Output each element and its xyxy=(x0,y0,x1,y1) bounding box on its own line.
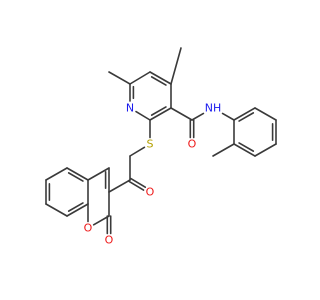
bond-46 xyxy=(45,203,68,217)
bond-24 xyxy=(238,112,255,122)
bond-9 xyxy=(108,71,131,85)
bond-37 xyxy=(92,215,110,226)
bond-48 xyxy=(67,202,84,212)
bond-15 xyxy=(221,112,235,121)
bond-4 xyxy=(150,76,167,86)
bond-8 xyxy=(135,110,151,121)
bond-34 xyxy=(87,167,110,181)
bond-23 xyxy=(233,107,256,121)
bond-19 xyxy=(254,143,277,157)
bond-31 xyxy=(108,179,131,193)
atom-label-amide-o: O xyxy=(188,138,197,151)
atom-label-pyridine-n: N xyxy=(126,102,134,115)
atom-label-amide-nh: NH xyxy=(205,102,222,115)
atom-label-sulfur: S xyxy=(147,138,154,151)
bond-3 xyxy=(149,71,172,85)
bond-2 xyxy=(129,71,151,85)
bond-18 xyxy=(238,142,255,152)
bond-27 xyxy=(129,146,146,157)
bond-43 xyxy=(45,167,68,181)
bond-6 xyxy=(149,107,172,121)
bond-14 xyxy=(191,112,205,121)
bond-10 xyxy=(170,47,182,85)
bond-17 xyxy=(233,143,256,157)
bond-layer xyxy=(45,47,277,235)
bond-30 xyxy=(130,177,147,188)
bond-41 xyxy=(66,167,89,181)
bond-29 xyxy=(128,180,145,191)
bond-11 xyxy=(170,107,193,121)
bond-47 xyxy=(66,203,89,217)
atom-label-ketone-o: O xyxy=(146,186,155,199)
bond-7 xyxy=(150,106,167,116)
atom-label-lactone-o: O xyxy=(105,234,114,247)
bond-25 xyxy=(212,143,235,157)
atom-label-ring-o: O xyxy=(84,222,93,235)
bond-42 xyxy=(67,172,84,182)
bond-22 xyxy=(254,107,277,121)
